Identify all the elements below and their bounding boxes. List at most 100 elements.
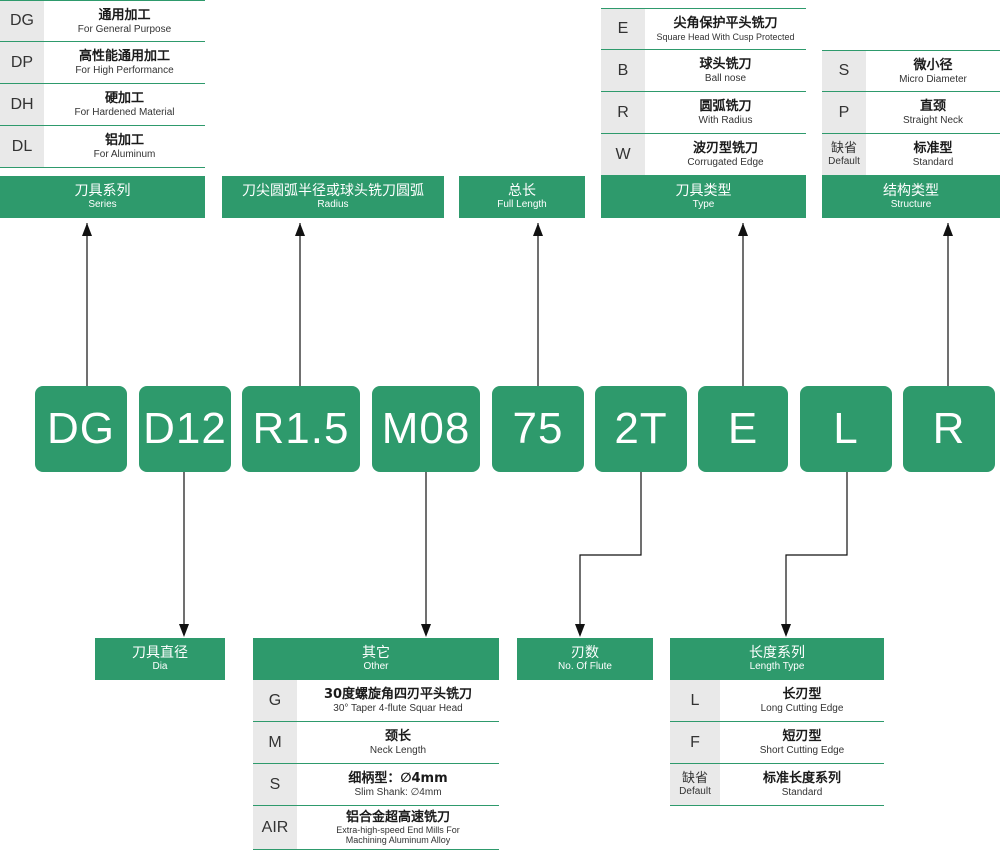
header-cn: 结构类型: [883, 183, 939, 199]
option-cn: 尖角保护平头铣刀: [673, 15, 778, 31]
header-en: Length Type: [749, 661, 805, 672]
option-en: Extra-high-speed End Mills For Machining…: [336, 824, 460, 845]
option-key: S: [822, 51, 866, 91]
arrowhead-length-type: [781, 624, 791, 637]
arrowhead-radius: [295, 223, 305, 236]
structure-header: 结构类型 Structure: [822, 176, 1000, 218]
option-cn: 高性能通用加工: [78, 49, 170, 64]
option-en: Straight Neck: [902, 115, 964, 126]
option-cn: 短刃型: [782, 729, 822, 744]
header-cn: 长度系列: [749, 645, 805, 661]
arrow-flute: [579, 472, 642, 630]
arrowhead-series: [82, 223, 92, 236]
header-cn: 刀具系列: [74, 183, 131, 199]
option-en: For Aluminum: [93, 149, 156, 160]
option-cn: 波刃型铣刀: [692, 141, 758, 156]
option-key: DH: [0, 84, 44, 125]
option-key: M: [253, 722, 297, 763]
option-cn: 标准型: [913, 141, 953, 156]
option-cn: 球头铣刀: [699, 57, 752, 72]
other-header: 其它 Other: [253, 638, 499, 680]
radius-header: 刀尖圆弧半径或球头铣刀圆弧 Radius: [222, 176, 444, 218]
code-box-length-type: L: [800, 386, 892, 472]
arrow-length-type: [785, 472, 848, 630]
option-cn: 颈长: [384, 729, 411, 744]
option-key: DG: [0, 1, 44, 41]
code-box-flute: 2T: [595, 386, 687, 472]
option-cn: 圆弧铣刀: [699, 99, 752, 114]
option-key: F: [670, 722, 720, 763]
option-key: R: [601, 92, 645, 133]
code-box-radius: R1.5: [242, 386, 360, 472]
code-box-structure: R: [903, 386, 995, 472]
arrowhead-dia: [179, 624, 189, 637]
option-key: P: [822, 92, 866, 133]
arrowhead-other: [421, 624, 431, 637]
key-en: Default: [679, 786, 711, 797]
option-cn: 标准长度系列: [762, 771, 841, 786]
full-length-header: 总长 Full Length: [459, 176, 585, 218]
option-en: Standard: [912, 157, 954, 168]
option-en: For Hardened Material: [74, 107, 175, 118]
code-box-series: DG: [35, 386, 127, 472]
option-en: Short Cutting Edge: [759, 745, 845, 756]
option-key: E: [601, 9, 645, 49]
dia-header: 刀具直径 Dia: [95, 638, 225, 680]
header-en: Structure: [890, 199, 932, 210]
code-box-type: E: [698, 386, 788, 472]
code-box-other: M08: [372, 386, 480, 472]
code-box-dia: D12: [139, 386, 231, 472]
option-en: Square Head With Cusp Protected: [656, 31, 795, 42]
option-key: G: [253, 680, 297, 721]
option-cn: 铝合金超高速铣刀: [345, 809, 450, 825]
option-key: W: [601, 134, 645, 175]
header-cn: 刃数: [571, 645, 599, 661]
option-cn: 直颈: [919, 99, 946, 114]
arrowhead-structure: [943, 223, 953, 236]
option-cn: 通用加工: [98, 7, 151, 23]
option-cn: 30度螺旋角四刃平头铣刀: [323, 687, 473, 702]
option-cn: 微小径: [913, 57, 953, 73]
option-key: DP: [0, 42, 44, 83]
header-en: Dia: [152, 661, 168, 672]
arrowhead-type: [738, 223, 748, 236]
option-en: Neck Length: [369, 745, 427, 756]
header-en: Type: [692, 199, 715, 210]
header-en: Radius: [317, 199, 349, 210]
option-en: Corrugated Edge: [687, 157, 764, 168]
option-en: For High Performance: [75, 65, 174, 76]
option-cn: 长刃型: [782, 687, 822, 702]
option-en: Standard: [781, 787, 823, 798]
header-en: Series: [88, 199, 117, 210]
flute-header: 刃数 No. Of Flute: [517, 638, 653, 680]
key-en: Default: [828, 156, 860, 167]
option-key: L: [670, 680, 720, 721]
type-header: 刀具类型 Type: [601, 176, 806, 218]
option-cn: 细柄型：∅4mm: [348, 771, 448, 786]
header-cn: 总长: [508, 183, 536, 199]
option-en: Long Cutting Edge: [760, 703, 844, 714]
option-cn: 硬加工: [104, 91, 144, 106]
key-cn: 缺省: [830, 141, 857, 156]
arrowhead-length: [533, 223, 543, 236]
